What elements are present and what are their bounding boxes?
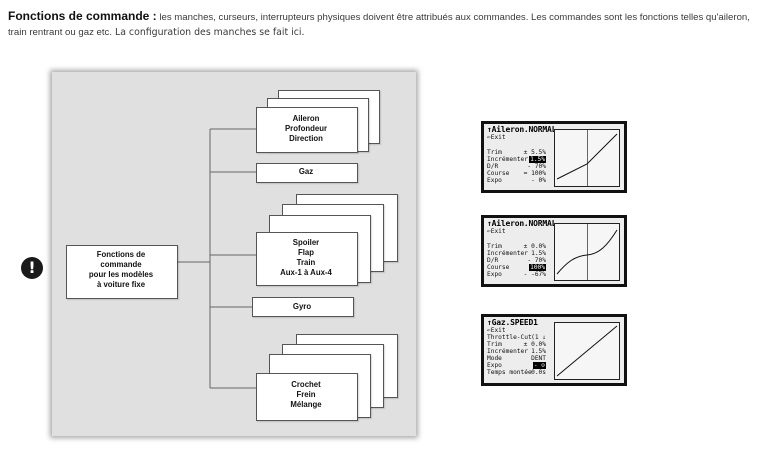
row-value: 1.5% [531,250,546,257]
curve-graph [554,223,620,281]
row-label: Trim [487,243,502,250]
screen-title: ↑Aileron.NORMAL [487,219,557,228]
row-value: - 0% [531,177,546,184]
row-label: Course [487,264,510,271]
lcd-screen-gaz: ↑Gaz.SPEED1 ⇐Exit Throttle-Cut (1 ↓ Trim… [481,314,627,386]
intro-text-config: La configuration des manches se fait ici… [112,27,305,38]
row-value: = 100% [523,170,546,177]
row-label: Expo [487,271,502,278]
curve-line [556,229,618,275]
row-label: D/R [487,163,499,170]
row-label: Incrémenter [487,250,528,257]
row-value[interactable]: 100% [529,264,546,271]
row-value: - -67% [523,271,546,278]
exit-item[interactable]: ⇐Exit [487,228,506,235]
row-label: Expo [487,177,502,184]
group5-box [256,373,358,421]
row-label: Temps montée [487,369,532,376]
curve-graph [554,129,620,187]
curve-line [556,325,618,377]
root-box [66,245,178,299]
curve-graph [554,322,620,380]
group2-label: Gaz [298,167,314,176]
row-label: Course [487,170,510,177]
exit-item[interactable]: ⇐Exit [487,134,506,141]
row-value: (1 ↓ [531,334,546,341]
screen-title: ↑Gaz.SPEED1 [487,318,538,327]
group4-label: Gyro [292,302,312,311]
exit-item[interactable]: ⇐Exit [487,327,506,334]
row-value: ± 0.0% [523,243,546,250]
screen-title: ↑Aileron.NORMAL [487,125,557,134]
exclamation-circle-icon: ! [21,257,43,279]
row-label: Incrémenter [487,156,528,163]
row-label: Mode [487,355,502,362]
intro-text: les manches, curseurs, interrupteurs phy… [8,12,750,38]
diagram-connectors [176,128,256,389]
row-value: - 70% [527,257,546,264]
curve-line [556,133,618,180]
row-label: Trim [487,341,502,348]
row-value: - 0.0s [523,369,546,376]
intro-heading: Fonctions de commande : [8,9,157,23]
row-value: ± 5.5% [523,149,546,156]
row-value: - 70% [527,163,546,170]
row-value: DENT [531,355,546,362]
row-label: Trim [487,149,502,156]
group1-box [256,107,358,153]
row-label: Expo [487,362,502,369]
group3-box [256,232,358,286]
row-label: Throttle-Cut [487,334,532,341]
lcd-screen-aileron-1: ↑Aileron.NORMAL ⇐Exit Trim ± 5.5% Incrém… [481,121,627,193]
intro-paragraph: Fonctions de commande : les manches, cur… [8,9,760,40]
group2-box [256,163,358,183]
group4-box [252,297,354,317]
lcd-screen-aileron-2: ↑Aileron.NORMAL ⇐Exit Trim ± 0.0% Incrém… [481,215,627,287]
row-value[interactable]: - ⊙ [532,362,546,369]
row-label: Incrémenter [487,348,528,355]
row-value[interactable]: 1.5% [529,156,546,163]
row-value: 1.5% [531,348,546,355]
row-value: ± 0.0% [523,341,546,348]
row-label: D/R [487,257,499,264]
